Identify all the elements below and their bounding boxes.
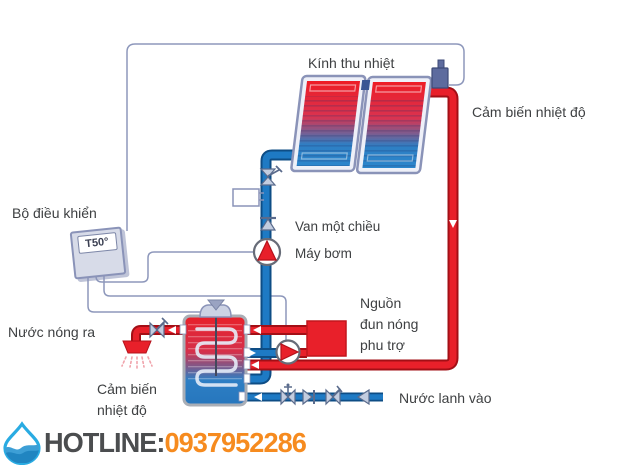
collector-left (290, 74, 367, 173)
cold-line-check-valve (302, 388, 315, 406)
aux-heater-label-line3: phu trợ (360, 337, 405, 353)
wire-collector-sensor (126, 43, 465, 231)
solar-collectors (290, 74, 433, 175)
controller-box: T50° (69, 226, 127, 280)
aux-heater-label: Nguồn đun nóng phu trợ (360, 293, 418, 356)
hot-water-out-label: Nước nóng ra (8, 324, 96, 340)
hotline-label: HOTLINE: (44, 427, 165, 458)
shower-icon (121, 340, 153, 369)
pump-icon (252, 237, 282, 267)
hot-pipes (131, 86, 459, 371)
aux-pump-icon (275, 339, 301, 365)
wire-tank-sensor (87, 271, 203, 313)
tank-vent-icon (206, 299, 226, 311)
controller-display: T50° (76, 232, 118, 255)
wire-pump (95, 251, 254, 283)
tank-sensor-label-line1: Cảm biến (97, 381, 157, 397)
hotline-number: 0937952286 (164, 427, 306, 458)
cold-line-gate-valve-2 (325, 385, 343, 406)
hot-out-valve (149, 317, 169, 339)
flow-arrows (168, 220, 457, 401)
control-wires (87, 43, 465, 340)
cold-water-in-label: Nước lanh vào (399, 390, 492, 406)
water-drop-logo (3, 421, 41, 465)
check-valve-icon (259, 216, 277, 231)
tank-sensor-label: Cảm biến nhiệt độ (97, 379, 157, 421)
aux-heater-label-line2: đun nóng (360, 316, 419, 332)
expansion-vessel (232, 188, 264, 207)
collector-right (355, 75, 433, 175)
collector-sensor (431, 59, 449, 89)
hotline-text: HOTLINE:0937952286 (44, 427, 307, 459)
cold-line-inlet-arrow (356, 388, 370, 406)
collector-label: Kính thu nhiệt (308, 55, 395, 71)
pump-label: Máy bơm (295, 246, 352, 261)
tank-ports (179, 324, 251, 402)
gate-valve-riser (259, 165, 283, 186)
sensor-top-label: Cảm biến nhiệt độ (472, 104, 586, 120)
controller-label: Bộ điều khiển (12, 205, 97, 221)
storage-tank (179, 299, 251, 407)
check-valve-label: Van một chiều (295, 219, 381, 234)
collector-connector (360, 80, 371, 90)
tank-vent-dome (199, 304, 232, 318)
cold-line-gate-valve-1 (280, 383, 296, 406)
wire-aux-pump (103, 269, 287, 340)
aux-heater-label-line1: Nguồn (360, 295, 402, 311)
valves-and-pumps (149, 165, 370, 406)
aux-heater (306, 320, 347, 357)
hotline-banner: ® HOTLINE:0937952286 (0, 421, 314, 465)
tank-sensor-label-line2: nhiệt độ (97, 402, 147, 418)
